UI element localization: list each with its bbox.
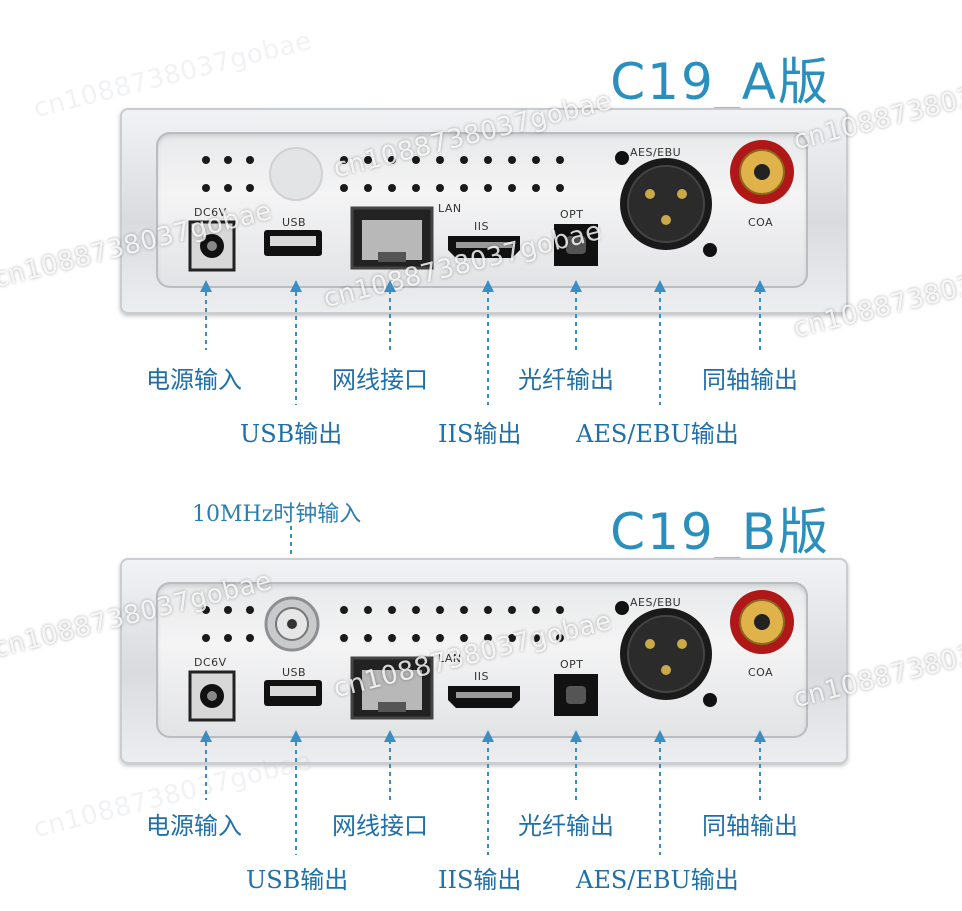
port-panel-drawing (188, 140, 794, 272)
caption-power-input: 电源输入 (146, 812, 242, 840)
iis-label: IIS (474, 670, 489, 683)
pointer-arrows (200, 280, 766, 405)
caption-lan: 网线接口 (332, 812, 428, 840)
version-b-section: C19_B版 10MHz时钟输入 (0, 450, 962, 905)
opt-label: OPT (560, 208, 584, 221)
opt-label: OPT (560, 658, 584, 671)
usb-label: USB (282, 666, 307, 679)
version-title: C19_B版 (610, 503, 830, 561)
caption-power-input: 电源输入 (146, 366, 242, 394)
port-panel: DC6V USB LAN IIS OPT AES/EBU COA (156, 132, 808, 288)
caption-usb: USB输出 (246, 866, 349, 894)
aes-label: AES/EBU (630, 596, 682, 609)
caption-optical: 光纤输出 (518, 366, 614, 394)
dc-label: DC6V (194, 656, 227, 669)
vent-holes (202, 156, 564, 192)
caption-iis: IIS输出 (438, 866, 522, 894)
clock-input-label: 10MHz时钟输入 (192, 502, 362, 527)
caption-coaxial: 同轴输出 (702, 366, 798, 394)
lan-label: LAN (438, 202, 462, 215)
caption-optical: 光纤输出 (518, 812, 614, 840)
caption-iis: IIS输出 (438, 420, 522, 448)
caption-usb: USB输出 (240, 420, 343, 448)
device-rear-panel: DC6V USB LAN IIS OPT AES/EBU COA (120, 108, 848, 314)
vent-holes (202, 606, 564, 642)
lan-label: LAN (438, 652, 462, 665)
device-rear-panel: DC6V USB LAN IIS OPT AES/EBU COA (120, 558, 848, 764)
port-panel: DC6V USB LAN IIS OPT AES/EBU COA (156, 582, 808, 738)
version-a-section: cn1088738037gobae C19_A版 (0, 0, 962, 455)
version-title: C19_A版 (610, 53, 830, 111)
caption-lan: 网线接口 (332, 366, 428, 394)
coa-label: COA (748, 666, 774, 679)
caption-coaxial: 同轴输出 (702, 812, 798, 840)
port-panel-drawing (188, 590, 794, 722)
blank-plug (269, 147, 323, 201)
pointer-arrows (200, 730, 766, 855)
aes-label: AES/EBU (630, 146, 682, 159)
dc-label: DC6V (194, 206, 227, 219)
caption-aes-ebu: AES/EBU输出 (576, 866, 739, 894)
iis-label: IIS (474, 220, 489, 233)
usb-label: USB (282, 216, 307, 229)
coa-label: COA (748, 216, 774, 229)
caption-aes-ebu: AES/EBU输出 (576, 420, 739, 448)
